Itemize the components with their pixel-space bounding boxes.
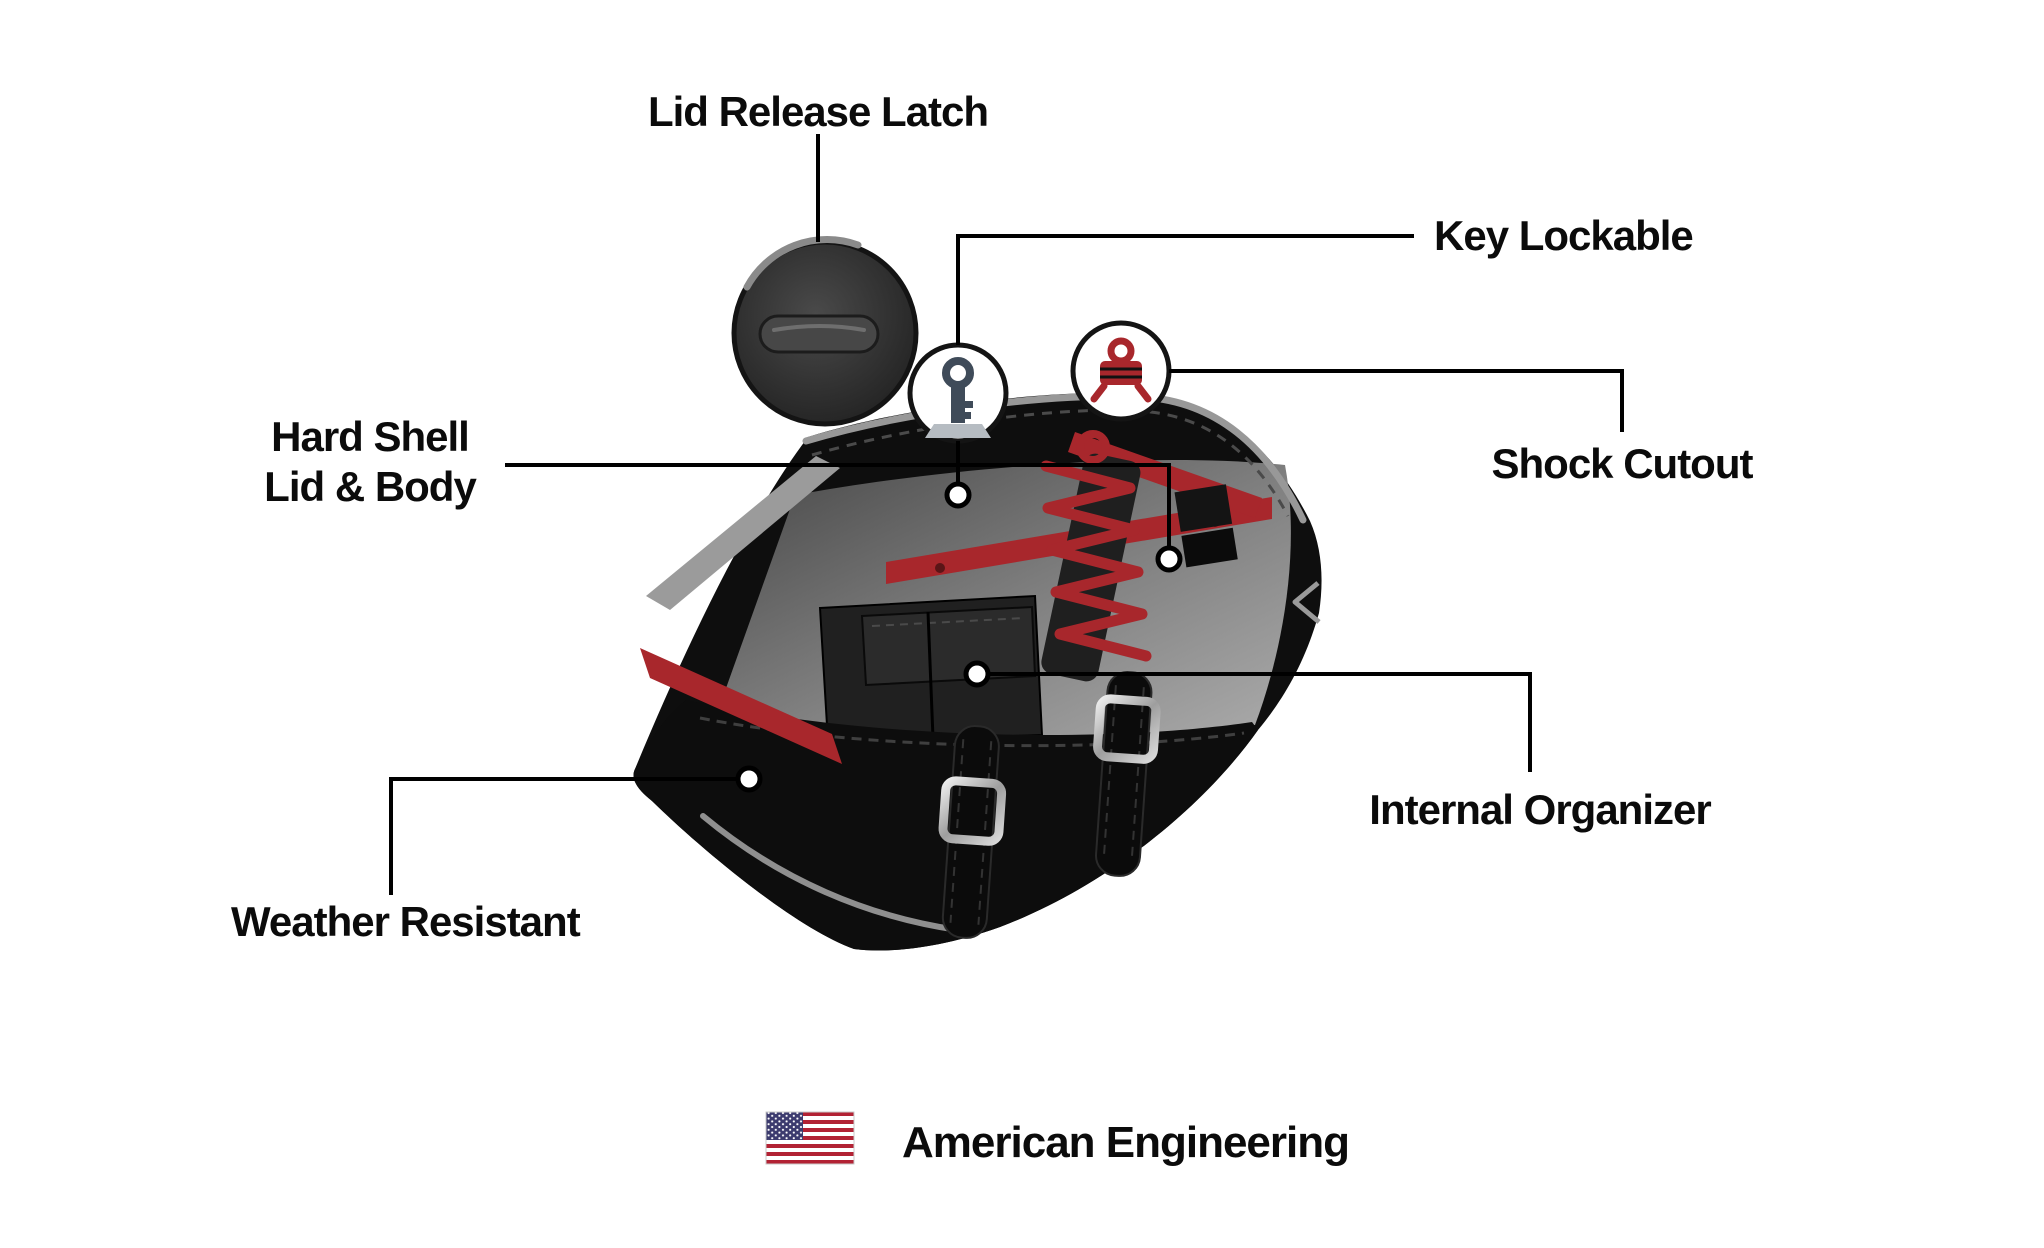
- latch-handle: [758, 314, 880, 354]
- footer-label-american-engineering: American Engineering: [902, 1118, 1350, 1167]
- shock-cutout-inset: [1070, 320, 1172, 422]
- callout-label-key-lockable: Key Lockable: [1434, 212, 1694, 259]
- target-dot-lock: [944, 481, 972, 509]
- hard-shell-line2: Lid & Body: [264, 462, 477, 510]
- lid-release-latch-closeup: [731, 236, 919, 427]
- connector-weather-resistant: [389, 777, 738, 895]
- callout-label-hard-shell: Hard Shell Lid & Body: [250, 412, 490, 511]
- callout-label-lid-release-latch: Lid Release Latch: [647, 88, 989, 135]
- internal-organizer-pockets: [818, 594, 1044, 744]
- velcro-strap: [1174, 484, 1238, 568]
- target-dot-organizer: [963, 660, 991, 688]
- shock-absorber-icon: [1090, 337, 1152, 403]
- callout-label-internal-organizer: Internal Organizer: [1369, 786, 1711, 833]
- front-panel-piping: [700, 813, 961, 933]
- key-lockable-inset: [907, 342, 1009, 444]
- us-flag-icon: [765, 1111, 855, 1165]
- key-icon: [925, 357, 991, 438]
- buckle-strap-right: [1093, 671, 1161, 877]
- buckle-icon: [1093, 694, 1161, 764]
- buckle-strap-left: [938, 725, 1007, 939]
- shock-cutout-notch: [1292, 581, 1321, 624]
- target-dot-body: [1155, 545, 1183, 573]
- target-dots: [735, 481, 1183, 793]
- lid-rim-stitching: [811, 408, 1290, 517]
- lid-stripe-gray: [646, 456, 840, 610]
- frame-screw: [935, 563, 945, 573]
- callout-label-weather-resistant: Weather Resistant: [231, 898, 581, 945]
- connector-internal-organizer: [988, 672, 1532, 772]
- hard-shell-line1: Hard Shell: [271, 413, 470, 460]
- target-dot-weather: [735, 765, 763, 793]
- shock-absorber: [1040, 430, 1152, 682]
- saddlebag-illustration: [633, 392, 1322, 951]
- connector-hard-shell: [505, 463, 1171, 548]
- connector-lines: [389, 134, 1624, 895]
- lid-stripe-red: [640, 648, 842, 764]
- connector-key-lockable: [956, 234, 1414, 345]
- callout-label-shock-cutout: Shock Cutout: [1491, 440, 1754, 487]
- buckle-icon: [938, 776, 1007, 846]
- connector-shock-cutout: [1169, 369, 1624, 432]
